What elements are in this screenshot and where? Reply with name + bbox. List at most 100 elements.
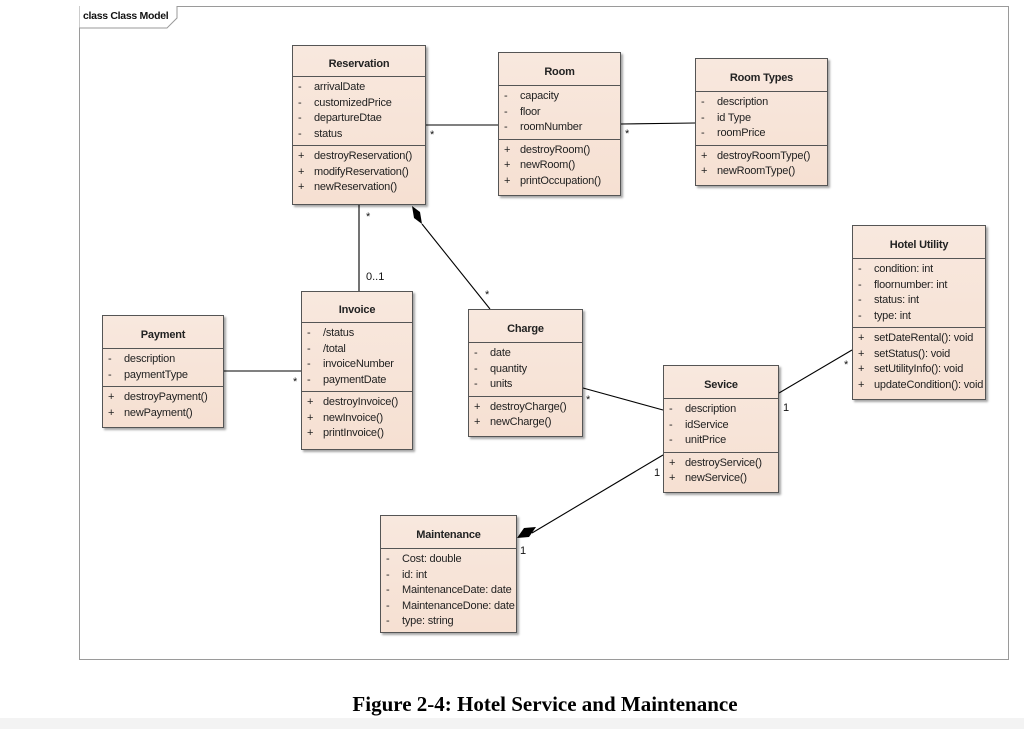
class-name: Maintenance: [381, 516, 516, 549]
attributes-compartment: -condition: int -floornumber: int -statu…: [853, 259, 985, 328]
attributes-compartment: -description -paymentType: [103, 349, 223, 387]
operation-row: +setDateRental(): void: [858, 332, 974, 344]
link-room-roomtypes: [620, 122, 696, 125]
class-name: Invoice: [302, 292, 412, 323]
class-name: Room: [499, 53, 620, 86]
class-maintenance[interactable]: Maintenance -Cost: double -id: int -Main…: [380, 515, 517, 633]
attribute-row: -condition: int: [858, 263, 933, 275]
operation-row: +setUtilityInfo(): void: [858, 363, 964, 375]
class-invoice[interactable]: Invoice -/status -/total -invoiceNumber …: [301, 291, 413, 450]
attribute-row: -description: [108, 353, 175, 365]
composition-diamond-reservation: [412, 206, 422, 224]
multiplicity-payment-invoice: *: [293, 376, 298, 388]
attribute-row: -MaintenanceDate: date: [386, 584, 512, 596]
attribute-row: -customizedPrice: [298, 96, 392, 109]
operation-row: +printOccupation(): [504, 174, 601, 187]
attribute-row: -roomNumber: [504, 121, 583, 133]
attribute-row: -units: [474, 378, 513, 390]
multiplicity-sevice-hotelutility-sev: 1: [783, 402, 790, 414]
attributes-compartment: -arrivalDate -customizedPrice -departure…: [293, 77, 425, 146]
operation-row: +newRoom(): [504, 159, 576, 171]
attribute-row: -MaintenanceDone: date: [386, 599, 515, 612]
frame-tab: [79, 6, 178, 29]
operation-row: +newPayment(): [108, 406, 193, 419]
attributes-compartment: -Cost: double -id: int -MaintenanceDate:…: [381, 549, 516, 633]
operations-compartment: +destroyRoomType() +newRoomType(): [696, 146, 827, 183]
operation-row: +destroyService(): [669, 456, 762, 469]
operations-compartment: +destroyService() +newService(): [664, 453, 778, 490]
class-name: Hotel Utility: [853, 226, 985, 259]
operation-row: +destroyReservation(): [298, 150, 413, 162]
attribute-row: -description: [669, 403, 736, 415]
attribute-row: -arrivalDate: [298, 81, 365, 93]
attribute-row: -quantity: [474, 362, 527, 375]
class-name: Sevice: [664, 366, 778, 399]
attribute-row: -type: string: [386, 615, 454, 627]
class-payment[interactable]: Payment -description -paymentType +destr…: [102, 315, 224, 428]
class-name: Room Types: [696, 59, 827, 92]
attribute-row: -paymentType: [108, 368, 188, 381]
attribute-row: -roomPrice: [701, 127, 766, 139]
figure-caption: Figure 2-4: Hotel Service and Maintenanc…: [352, 692, 738, 716]
attributes-compartment: -description -id Type -roomPrice: [696, 92, 827, 146]
attribute-row: -status: int: [858, 294, 919, 306]
multiplicity-sevice-maintenance-sev: 1: [654, 467, 661, 479]
multiplicity-reservation-charge: *: [485, 289, 490, 301]
operation-row: +newService(): [669, 472, 747, 484]
attribute-row: -idService: [669, 418, 729, 431]
class-name: Charge: [469, 310, 582, 343]
frame-label: class Class Model: [83, 10, 169, 22]
operation-row: +destroyCharge(): [474, 400, 567, 413]
link-charge-sevice: [582, 387, 664, 411]
attribute-row: -floor: [504, 105, 541, 118]
class-sevice[interactable]: Sevice -description -idService -unitPric…: [663, 365, 779, 493]
attributes-compartment: -capacity -floor -roomNumber: [499, 86, 620, 140]
page-bottom-strip: [0, 718, 1024, 729]
class-room-types[interactable]: Room Types -description -id Type -roomPr…: [695, 58, 828, 186]
attributes-compartment: -/status -/total -invoiceNumber -payment…: [302, 323, 412, 392]
operation-row: +destroyRoomType(): [701, 149, 811, 162]
multiplicity-reservation-invoice-inv: 0..1: [366, 271, 385, 283]
composition-diamond-maintenance: [517, 527, 536, 538]
attribute-row: -invoiceNumber: [307, 358, 394, 370]
operation-row: +newCharge(): [474, 416, 552, 428]
attribute-row: -/total: [307, 342, 346, 355]
link-sevice-hotelutility: [778, 349, 853, 394]
attribute-row: -floornumber: int: [858, 278, 948, 291]
operations-compartment: +destroyCharge() +newCharge(): [469, 397, 582, 434]
operation-row: +printInvoice(): [307, 427, 384, 439]
operations-compartment: +setDateRental(): void +setStatus(): voi…: [853, 328, 985, 396]
attribute-row: -id: int: [386, 568, 427, 581]
class-name: Reservation: [293, 46, 425, 77]
attribute-row: -capacity: [504, 90, 559, 102]
operation-row: +newRoomType(): [701, 165, 796, 177]
class-charge[interactable]: Charge -date -quantity -units +destroyCh…: [468, 309, 583, 437]
class-room[interactable]: Room -capacity -floor -roomNumber +destr…: [498, 52, 621, 196]
multiplicity-room-roomtypes: *: [625, 128, 630, 140]
operation-row: +destroyRoom(): [504, 143, 591, 156]
operation-row: +newInvoice(): [307, 411, 383, 424]
attribute-row: -date: [474, 347, 511, 359]
multiplicity-reservation-invoice-res: *: [366, 211, 371, 223]
operation-row: +destroyInvoice(): [307, 396, 399, 408]
operation-row: +setStatus(): void: [858, 347, 951, 360]
attribute-row: -/status: [307, 327, 355, 339]
operation-row: +newReservation(): [298, 181, 398, 193]
multiplicity-reservation-room: *: [430, 129, 435, 141]
attribute-row: -paymentDate: [307, 373, 387, 386]
attributes-compartment: -description -idService -unitPrice: [664, 399, 778, 453]
class-reservation[interactable]: Reservation -arrivalDate -customizedPric…: [292, 45, 426, 205]
operations-compartment: +destroyRoom() +newRoom() +printOccupati…: [499, 140, 620, 193]
class-hotel-utility[interactable]: Hotel Utility -condition: int -floornumb…: [852, 225, 986, 400]
attribute-row: -Cost: double: [386, 553, 462, 565]
attribute-row: -description: [701, 96, 768, 108]
multiplicity-sevice-maintenance-maint: 1: [520, 545, 527, 557]
link-sevice-maintenance: [531, 454, 664, 534]
attribute-row: -id Type: [701, 111, 751, 124]
operations-compartment: +destroyInvoice() +newInvoice() +printIn…: [302, 392, 412, 445]
operation-row: +updateCondition(): void: [858, 378, 984, 391]
operation-row: +modifyReservation(): [298, 165, 409, 178]
link-reservation-charge: [421, 223, 491, 310]
operation-row: +destroyPayment(): [108, 391, 208, 403]
